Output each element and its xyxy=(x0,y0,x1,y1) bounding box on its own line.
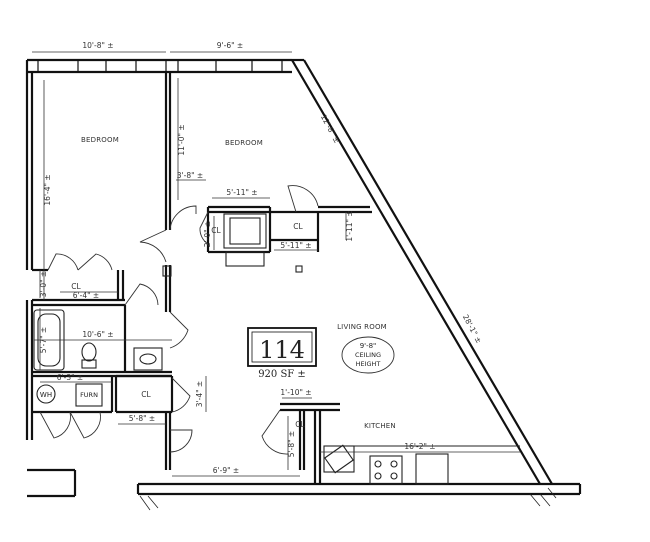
sink-vanity xyxy=(133,347,163,371)
dim-left-bedroom-height: 16'-4" ± xyxy=(43,174,52,205)
dim-top-left: 10'-8" ± xyxy=(82,41,113,50)
kitchen-appliances xyxy=(323,444,520,485)
dimension-lines xyxy=(32,51,520,477)
closet-mark: CL xyxy=(211,226,221,235)
ceiling-height-value: 9'-8" xyxy=(360,342,377,350)
ceiling-label: CEILING xyxy=(355,351,381,359)
range xyxy=(369,455,403,485)
dim-closet-side: 2'-0" ± xyxy=(203,221,212,247)
room-label-bedroom-left: BEDROOM xyxy=(81,136,119,144)
dim-pantry-width: 1'-10" ± xyxy=(280,388,311,397)
dim-kitchen-width: 16'-2" ± xyxy=(404,442,435,451)
dim-entry-width: 6'-9" ± xyxy=(213,466,239,475)
dim-bath-height: 5'-7" ± xyxy=(39,327,48,353)
dim-right-bedroom-height: 11'-0" ± xyxy=(177,124,186,155)
wall-break-marks xyxy=(139,487,557,511)
mechanical: WH FURN xyxy=(36,383,103,407)
dim-left-closet-width: 6'-4" ± xyxy=(73,291,99,300)
dim-left-closet-height: 3'-0" ± xyxy=(39,271,48,297)
dim-closet-low-width: 5'-8" ± xyxy=(129,414,155,423)
refrigerator xyxy=(415,453,449,485)
dim-closet-top: 5'-11" ± xyxy=(226,188,257,197)
doors xyxy=(39,185,319,455)
dim-bath-width: 10'-6" ± xyxy=(82,330,113,339)
dim-mech-width: 6'-3" ± xyxy=(57,373,83,382)
room-label-living-room: LIVING ROOM xyxy=(337,323,387,331)
ceiling-note-oval xyxy=(341,336,395,374)
dim-closet-right: 1'-11" ± xyxy=(345,210,354,241)
dim-closet-bottom: 5'-11" ± xyxy=(280,241,311,250)
interior-walls xyxy=(32,72,372,484)
dim-diagonal-lower: 28'-1" ± xyxy=(461,313,484,345)
unit-number-box xyxy=(247,327,317,367)
toilet xyxy=(81,342,97,362)
furnace-label: FURN xyxy=(80,391,98,399)
water-heater-label: WH xyxy=(40,391,52,399)
dim-pantry-height: 5'-8" ± xyxy=(287,431,296,457)
unit-number: 114 xyxy=(259,336,305,364)
furnace xyxy=(75,383,103,407)
dim-top-right: 9'-6" ± xyxy=(217,41,243,50)
water-heater xyxy=(36,384,56,404)
height-label: HEIGHT xyxy=(356,360,381,368)
room-label-bedroom-right: BEDROOM xyxy=(225,139,263,147)
exterior-walls xyxy=(25,58,582,498)
closet-mark: CL xyxy=(295,420,305,429)
room-label-kitchen: KITCHEN xyxy=(364,422,396,430)
dim-closet-hall: 3'-8" ± xyxy=(177,171,203,180)
dim-closet-low-height: 3'-4" ± xyxy=(195,381,204,407)
unit-area: 920 SF ± xyxy=(258,369,306,380)
closet-mark: CL xyxy=(141,390,151,399)
closet-mark: CL xyxy=(293,222,303,231)
closet-mark: CL xyxy=(71,282,81,291)
kitchen-sink xyxy=(323,445,355,473)
